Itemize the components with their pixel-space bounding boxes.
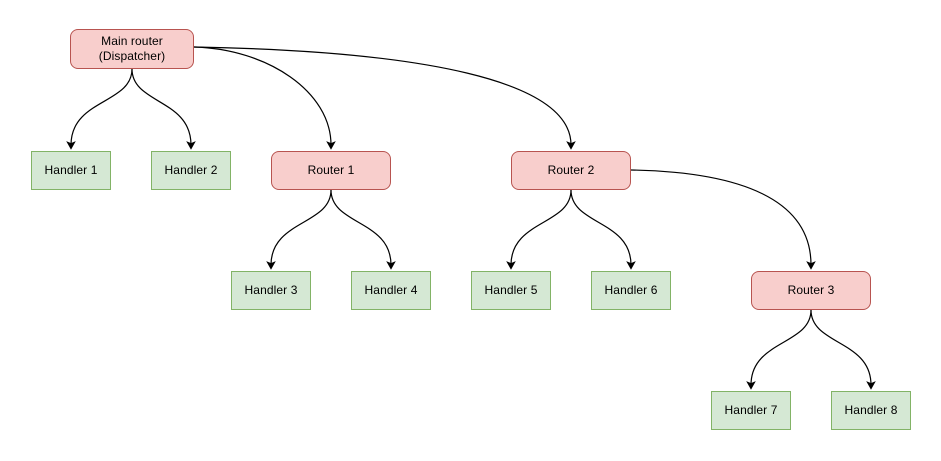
edge-main-router-to-handler-1: [66, 68, 133, 150]
edge-router-2-to-router-3: [630, 169, 816, 270]
node-handler-3[interactable]: Handler 3: [231, 271, 311, 310]
edge-router-3-to-handler-7: [746, 309, 812, 390]
node-label-handler-8: Handler 8: [844, 403, 898, 417]
node-label-handler-5: Handler 5: [484, 283, 538, 297]
edge-router-3-to-handler-8: [810, 309, 876, 390]
node-label-router-3: Router 3: [787, 283, 835, 297]
node-router-1[interactable]: Router 1: [271, 151, 391, 190]
node-handler-4[interactable]: Handler 4: [351, 271, 431, 310]
edge-router-2-to-handler-5: [506, 189, 572, 270]
node-handler-7[interactable]: Handler 7: [711, 391, 791, 430]
node-handler-5[interactable]: Handler 5: [471, 271, 551, 310]
node-handler-2[interactable]: Handler 2: [151, 151, 231, 190]
node-label-main-router: Main router (Dispatcher): [98, 34, 166, 63]
edge-router-1-to-handler-3: [266, 189, 332, 270]
edge-router-2-to-handler-6: [570, 189, 636, 270]
node-label-handler-1: Handler 1: [44, 163, 98, 177]
node-main-router[interactable]: Main router (Dispatcher): [70, 29, 194, 69]
node-label-router-2: Router 2: [547, 163, 595, 177]
edge-main-router-to-router-2: [193, 46, 576, 150]
node-label-handler-2: Handler 2: [164, 163, 218, 177]
node-router-3[interactable]: Router 3: [751, 271, 871, 310]
node-label-handler-3: Handler 3: [244, 283, 298, 297]
node-handler-1[interactable]: Handler 1: [31, 151, 111, 190]
node-handler-8[interactable]: Handler 8: [831, 391, 911, 430]
edge-main-router-to-router-1: [193, 46, 336, 150]
node-handler-6[interactable]: Handler 6: [591, 271, 671, 310]
node-label-handler-7: Handler 7: [724, 403, 778, 417]
edges-group: [66, 46, 876, 390]
node-label-handler-6: Handler 6: [604, 283, 658, 297]
node-router-2[interactable]: Router 2: [511, 151, 631, 190]
node-label-handler-4: Handler 4: [364, 283, 418, 297]
node-label-router-1: Router 1: [307, 163, 355, 177]
edge-router-1-to-handler-4: [330, 189, 396, 270]
edge-main-router-to-handler-2: [131, 68, 196, 150]
